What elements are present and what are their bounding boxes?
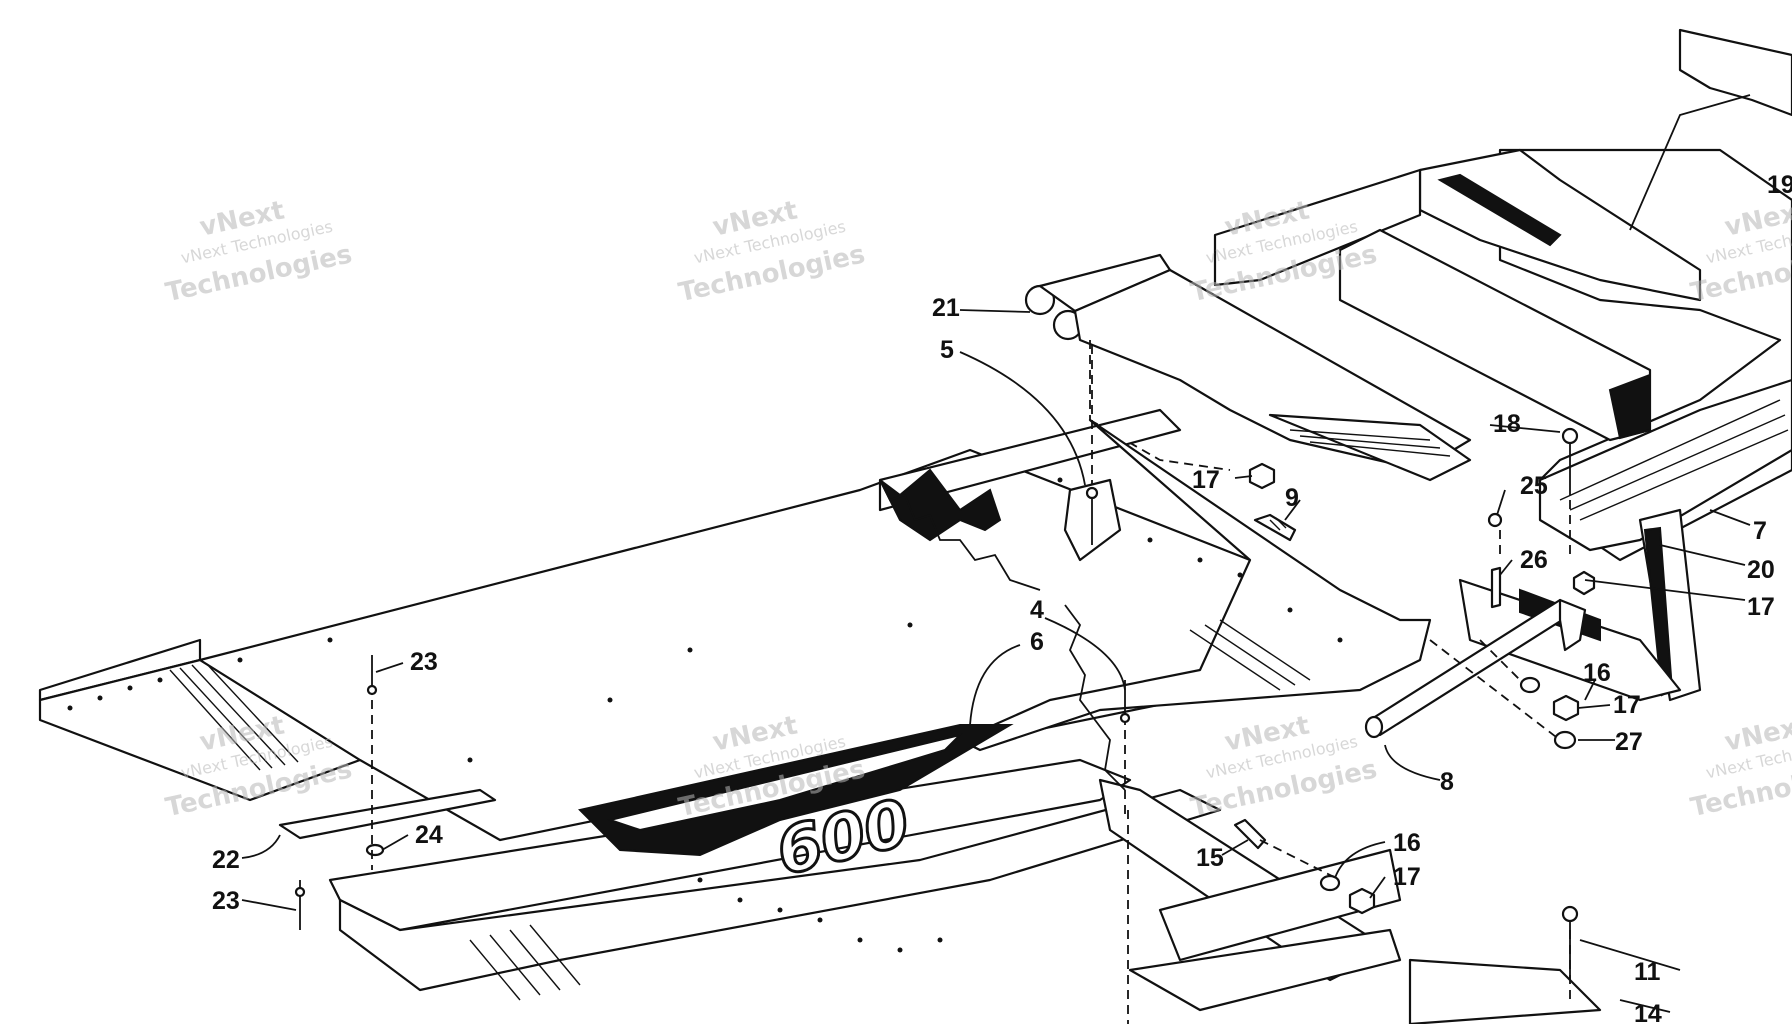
callout-23-top: 23	[410, 648, 438, 676]
callout-8: 8	[1440, 768, 1454, 796]
watermark-7: vNext vNext Technologies Technologies	[1188, 711, 1380, 824]
tunnel-left-flap	[38, 408, 1602, 1024]
callout-27: 27	[1615, 728, 1643, 756]
callout-18: 18	[1493, 410, 1521, 438]
callout-9: 9	[1285, 484, 1299, 512]
callout-6: 6	[1030, 628, 1044, 656]
callout-20: 20	[1747, 556, 1775, 584]
callout-7: 7	[1753, 517, 1767, 545]
callout-17-bottom: 17	[1393, 863, 1421, 891]
callout-25: 25	[1520, 472, 1548, 500]
callout-17-right: 17	[1747, 593, 1775, 621]
watermark-8: vNext vNext Technologies Technologies	[1688, 711, 1792, 824]
rear-frame-assembly	[1213, 28, 1792, 702]
callout-16-right: 16	[1583, 659, 1611, 687]
callout-16-bottom: 16	[1393, 829, 1421, 857]
alignment-lines	[371, 500, 1571, 1024]
callout-17-mid: 17	[1613, 691, 1641, 719]
callout-19: 19	[1767, 171, 1792, 199]
decal-600-part-6: 600	[578, 724, 1014, 892]
callout-15: 15	[1196, 844, 1224, 872]
callout-17-top: 17	[1192, 466, 1220, 494]
callout-26: 26	[1520, 546, 1548, 574]
callout-23-bottom: 23	[212, 887, 240, 915]
callout-14: 14	[1634, 1000, 1662, 1024]
callout-22: 22	[212, 846, 240, 874]
rail-support-part-21	[1024, 253, 1472, 482]
callout-4: 4	[1030, 596, 1044, 624]
callout-labels: 21 5 19 18 17 9 25 26 7 20 17 4 6 16 17 …	[212, 171, 1792, 1024]
callout-11: 11	[1634, 958, 1661, 986]
watermark-2: vNext vNext Technologies Technologies	[676, 196, 868, 309]
callout-24: 24	[415, 821, 443, 849]
leader-lines	[241, 309, 1751, 1013]
callout-5: 5	[940, 336, 954, 364]
watermark-1: vNext vNext Technologies Technologies	[163, 196, 355, 309]
callout-21: 21	[932, 294, 960, 322]
